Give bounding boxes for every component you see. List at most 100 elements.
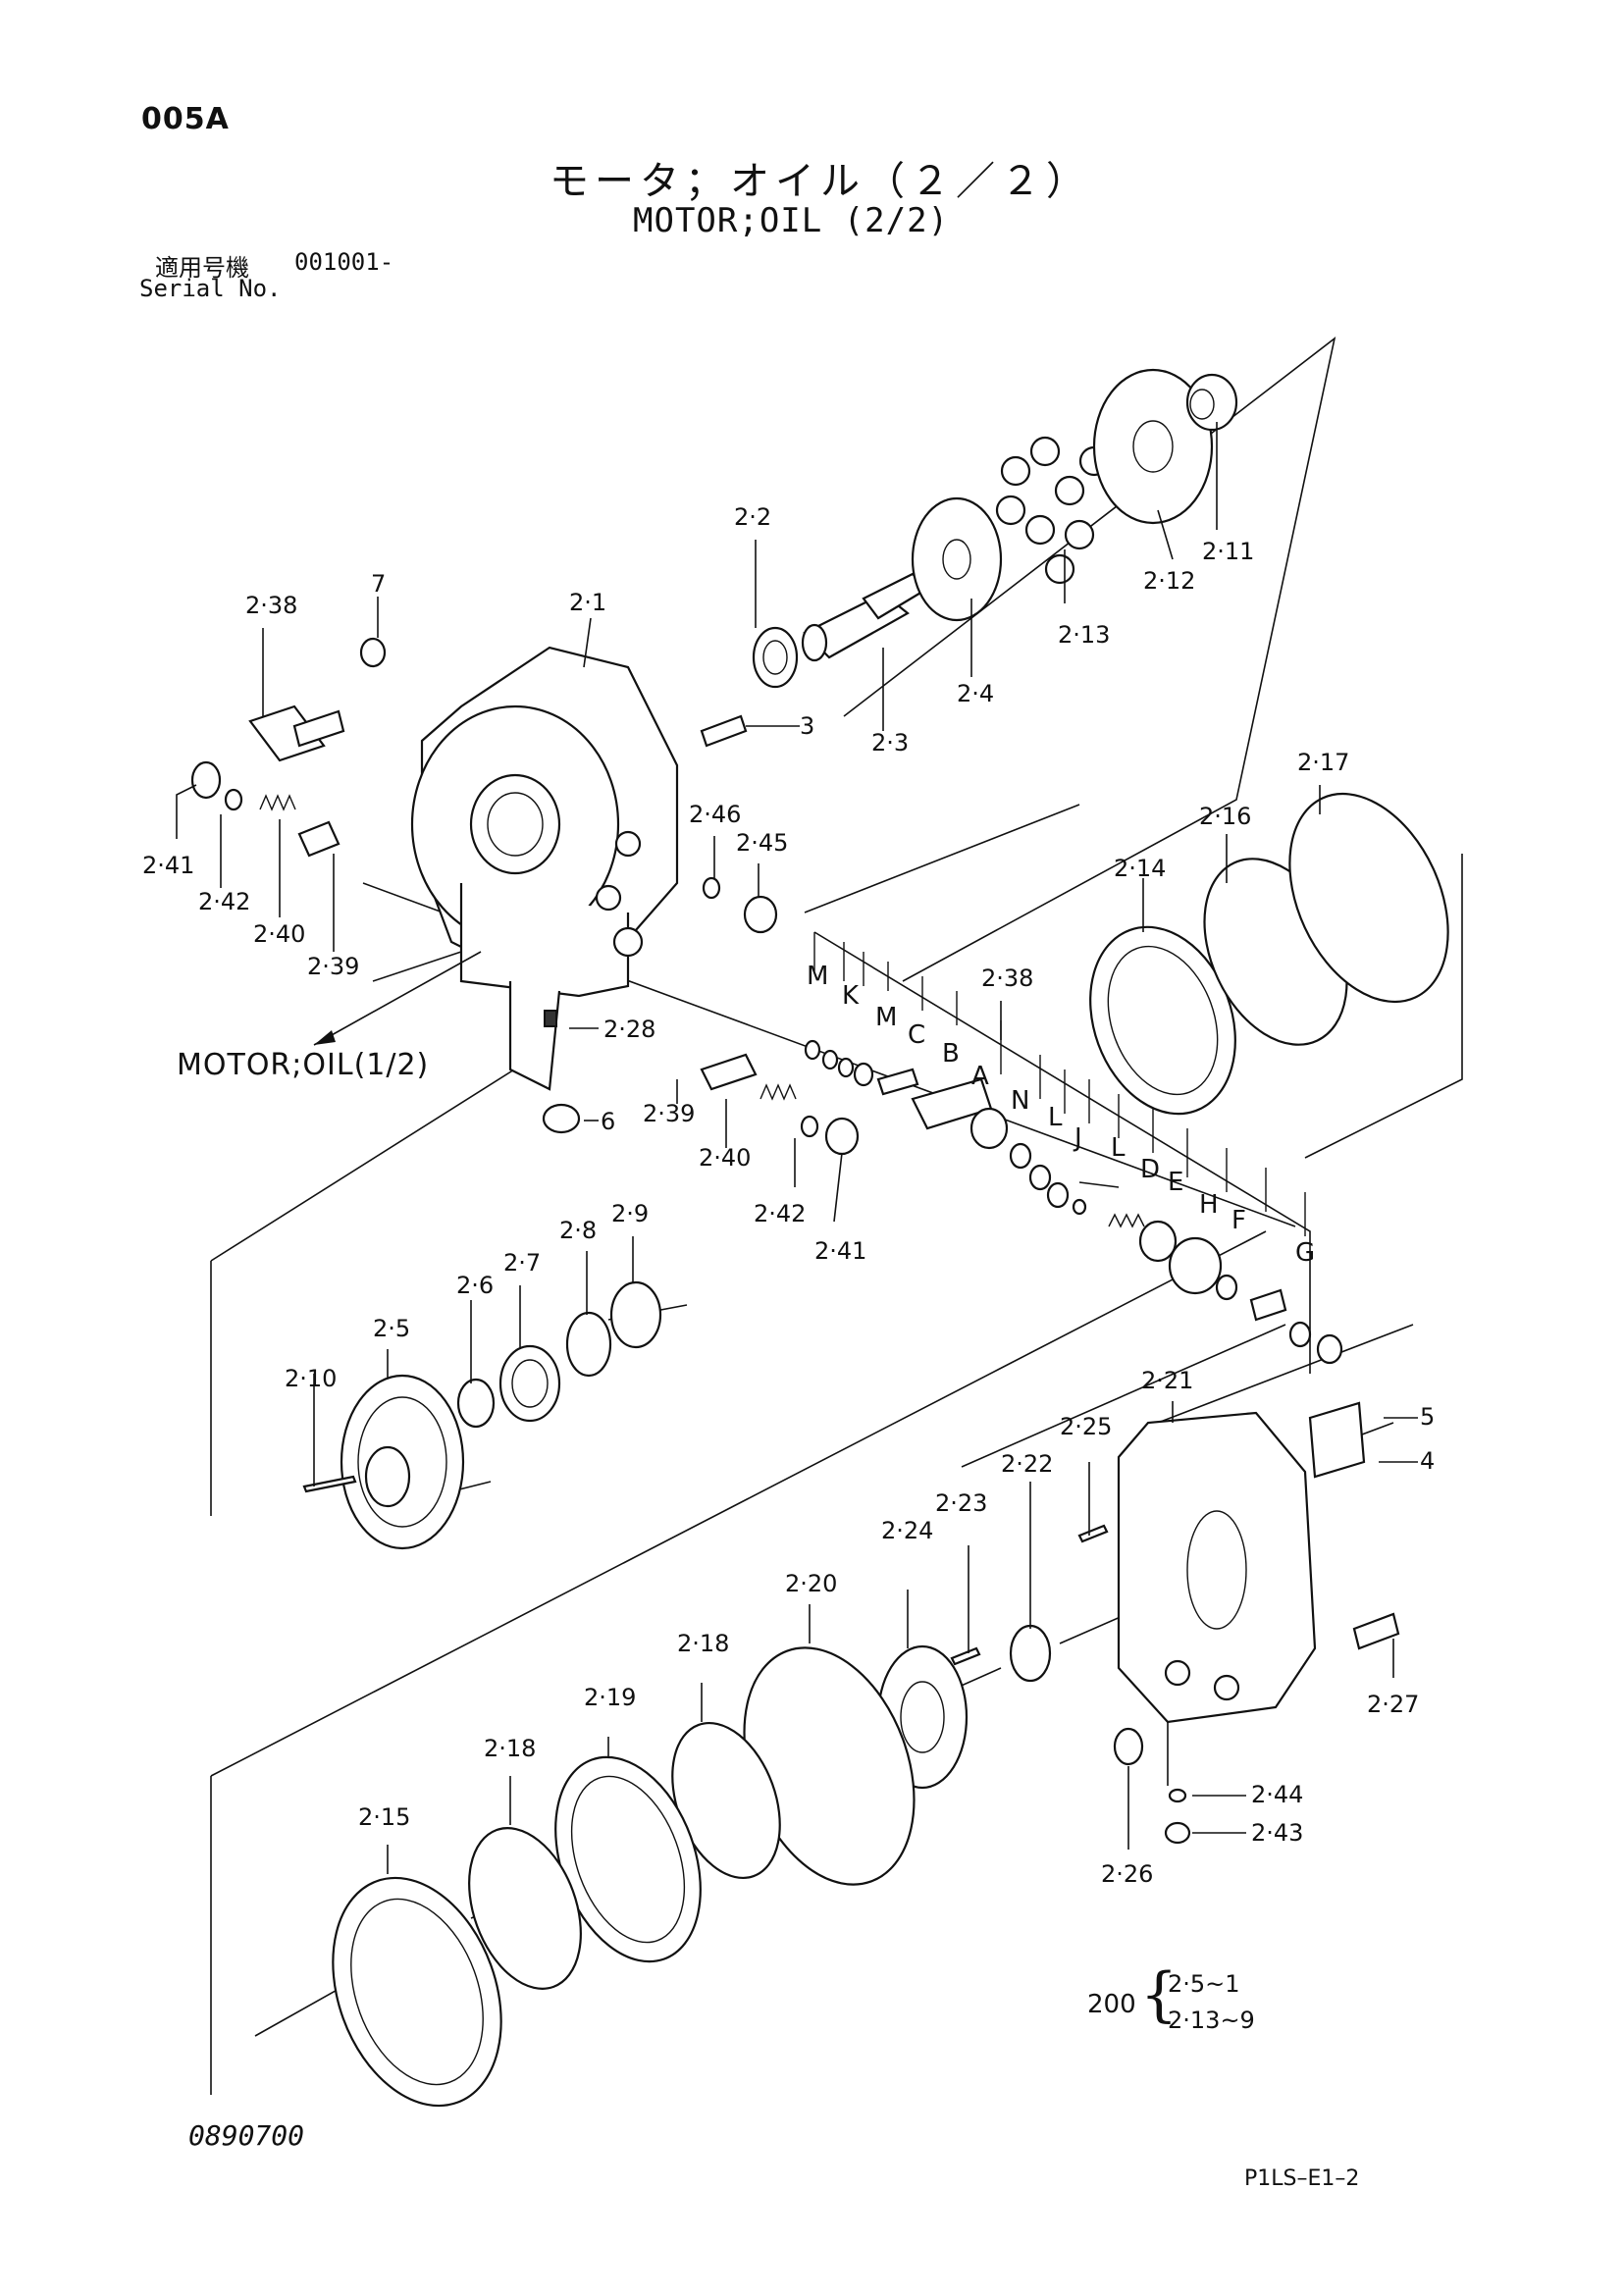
letter-f: F — [1231, 1206, 1246, 1235]
serial-label-japanese: 適用号機 — [155, 254, 249, 282]
plug-part-6 — [542, 1103, 581, 1134]
callout-2-24: 2·24 — [881, 1517, 933, 1544]
callout-2-43: 2·43 — [1251, 1819, 1303, 1847]
callout-2-26: 2·26 — [1101, 1860, 1153, 1888]
callout-2-45: 2·45 — [736, 829, 788, 857]
ring-part-2-6 — [456, 1378, 496, 1429]
letter-k: K — [842, 981, 860, 1011]
page-title-japanese: モータ；オイル（２／２） — [550, 159, 1091, 204]
callout-2-7: 2·7 — [503, 1249, 541, 1277]
callout-2-39-upper: 2·39 — [307, 953, 359, 980]
letter-c: C — [908, 1020, 925, 1050]
reference-arrow — [313, 951, 482, 1046]
motor-housing-part-2-1 — [410, 646, 679, 1091]
spring-part-2-40-upper — [259, 794, 296, 811]
plug-part-2-43 — [1164, 1821, 1191, 1845]
callout-2-25: 2·25 — [1060, 1413, 1112, 1440]
callout-2-5: 2·5 — [373, 1315, 410, 1342]
spherical-bush-part-2-11 — [1185, 373, 1238, 432]
callout-2-42-lower: 2·42 — [754, 1200, 806, 1227]
callout-7: 7 — [371, 570, 386, 598]
callout-2-22: 2·22 — [1001, 1450, 1053, 1478]
pin-part-2-23 — [950, 1646, 981, 1666]
valve-part-2-38-upper — [248, 704, 345, 762]
callout-2-23: 2·23 — [935, 1489, 987, 1517]
callout-2-2: 2·2 — [734, 503, 771, 531]
callout-2-12: 2·12 — [1143, 567, 1195, 595]
letter-l-1: L — [1048, 1103, 1063, 1132]
spring-part-2-40-lower — [760, 1083, 797, 1101]
callout-2-39-lower: 2·39 — [643, 1100, 695, 1127]
ring-part-2-18-lower — [468, 1827, 582, 1990]
drawing-number: 0890700 — [188, 2119, 305, 2152]
oring-part-2-46 — [702, 876, 721, 900]
pin-part-2-25 — [1077, 1524, 1109, 1543]
reference-label: MOTOR;OIL(1/2) — [177, 1048, 430, 1082]
gear-part-2-5 — [340, 1374, 465, 1550]
callout-2-4: 2·4 — [957, 680, 994, 707]
serial-number-value: 001001- — [294, 248, 394, 276]
letter-l-2: L — [1111, 1133, 1126, 1163]
oring-part-2-42-upper — [224, 788, 243, 811]
callout-2-20: 2·20 — [785, 1570, 837, 1597]
set-note-line-2: 2·13~9 — [1168, 2007, 1255, 2034]
snap-ring-part-2-9 — [609, 1280, 662, 1349]
callout-2-41-lower: 2·41 — [814, 1237, 866, 1265]
poppet-part-2-39-upper — [297, 820, 341, 858]
callout-2-9: 2·9 — [611, 1200, 649, 1227]
callout-4: 4 — [1420, 1447, 1435, 1475]
shaft-part-2-3 — [801, 572, 929, 662]
plug-part-2-28 — [544, 1010, 557, 1027]
letter-m-1: M — [807, 962, 828, 991]
letter-a: A — [971, 1062, 989, 1091]
callout-2-44: 2·44 — [1251, 1781, 1303, 1808]
valve-stack-part-2-38 — [804, 932, 1343, 1365]
plate-part-2-4 — [911, 496, 1003, 622]
callout-2-14: 2·14 — [1114, 855, 1166, 882]
callout-2-3: 2·3 — [871, 729, 909, 756]
callout-2-38-upper: 2·38 — [245, 592, 297, 619]
letter-b: B — [942, 1039, 960, 1069]
plug-part-2-45 — [743, 895, 778, 934]
callout-2-42-upper: 2·42 — [198, 888, 250, 915]
callout-2-41-upper: 2·41 — [142, 852, 194, 879]
page-code: 005A — [141, 102, 230, 136]
page-title-english: MOTOR;OIL (2/2) — [633, 201, 950, 240]
callout-3: 3 — [800, 712, 814, 740]
callout-2-46: 2·46 — [689, 801, 741, 828]
poppet-part-2-39-lower — [700, 1053, 758, 1091]
callout-2-38-lower: 2·38 — [981, 965, 1033, 992]
callout-2-13: 2·13 — [1058, 621, 1110, 649]
oring-part-2-44 — [1168, 1788, 1187, 1803]
callout-2-6: 2·6 — [456, 1272, 494, 1299]
letter-h: H — [1199, 1190, 1219, 1220]
callout-labels: 2·38 7 2·1 2·2 3 2·3 2·4 2·13 2·12 2·11 … — [142, 503, 1435, 1888]
callout-2-28: 2·28 — [603, 1016, 655, 1043]
callout-2-18-upper: 2·18 — [677, 1630, 729, 1657]
bolt-part-3 — [700, 714, 748, 748]
letter-g: G — [1295, 1238, 1315, 1268]
letter-m-2: M — [875, 1003, 897, 1032]
retainer-plate-part-2-12 — [1092, 368, 1214, 525]
letter-n: N — [1011, 1086, 1029, 1116]
cover-part-2-21 — [1117, 1411, 1317, 1724]
plug-part-7 — [359, 637, 387, 668]
letter-e: E — [1168, 1168, 1183, 1197]
callout-2-40-lower: 2·40 — [699, 1144, 751, 1172]
serial-label-english: Serial No. — [139, 275, 282, 302]
bolt-part-2-27 — [1352, 1612, 1400, 1650]
callout-2-1: 2·1 — [569, 589, 606, 616]
plug-part-2-41-upper — [190, 760, 222, 800]
piston-assembly-part-2-13 — [995, 436, 1110, 585]
ring-part-2-17 — [1288, 792, 1449, 1004]
callout-2-19: 2·19 — [584, 1684, 636, 1711]
spring-part-2-7 — [498, 1344, 561, 1423]
callout-2-18-lower: 2·18 — [484, 1735, 536, 1762]
set-note-brace: { — [1140, 1960, 1179, 2029]
letter-labels: M K M C B A N L J L D E H F G — [807, 962, 1315, 1268]
callout-6: 6 — [601, 1108, 615, 1135]
oil-seal-part-2-2 — [752, 626, 799, 689]
callout-2-8: 2·8 — [559, 1217, 597, 1244]
nameplate-part-4-5 — [1308, 1401, 1366, 1479]
